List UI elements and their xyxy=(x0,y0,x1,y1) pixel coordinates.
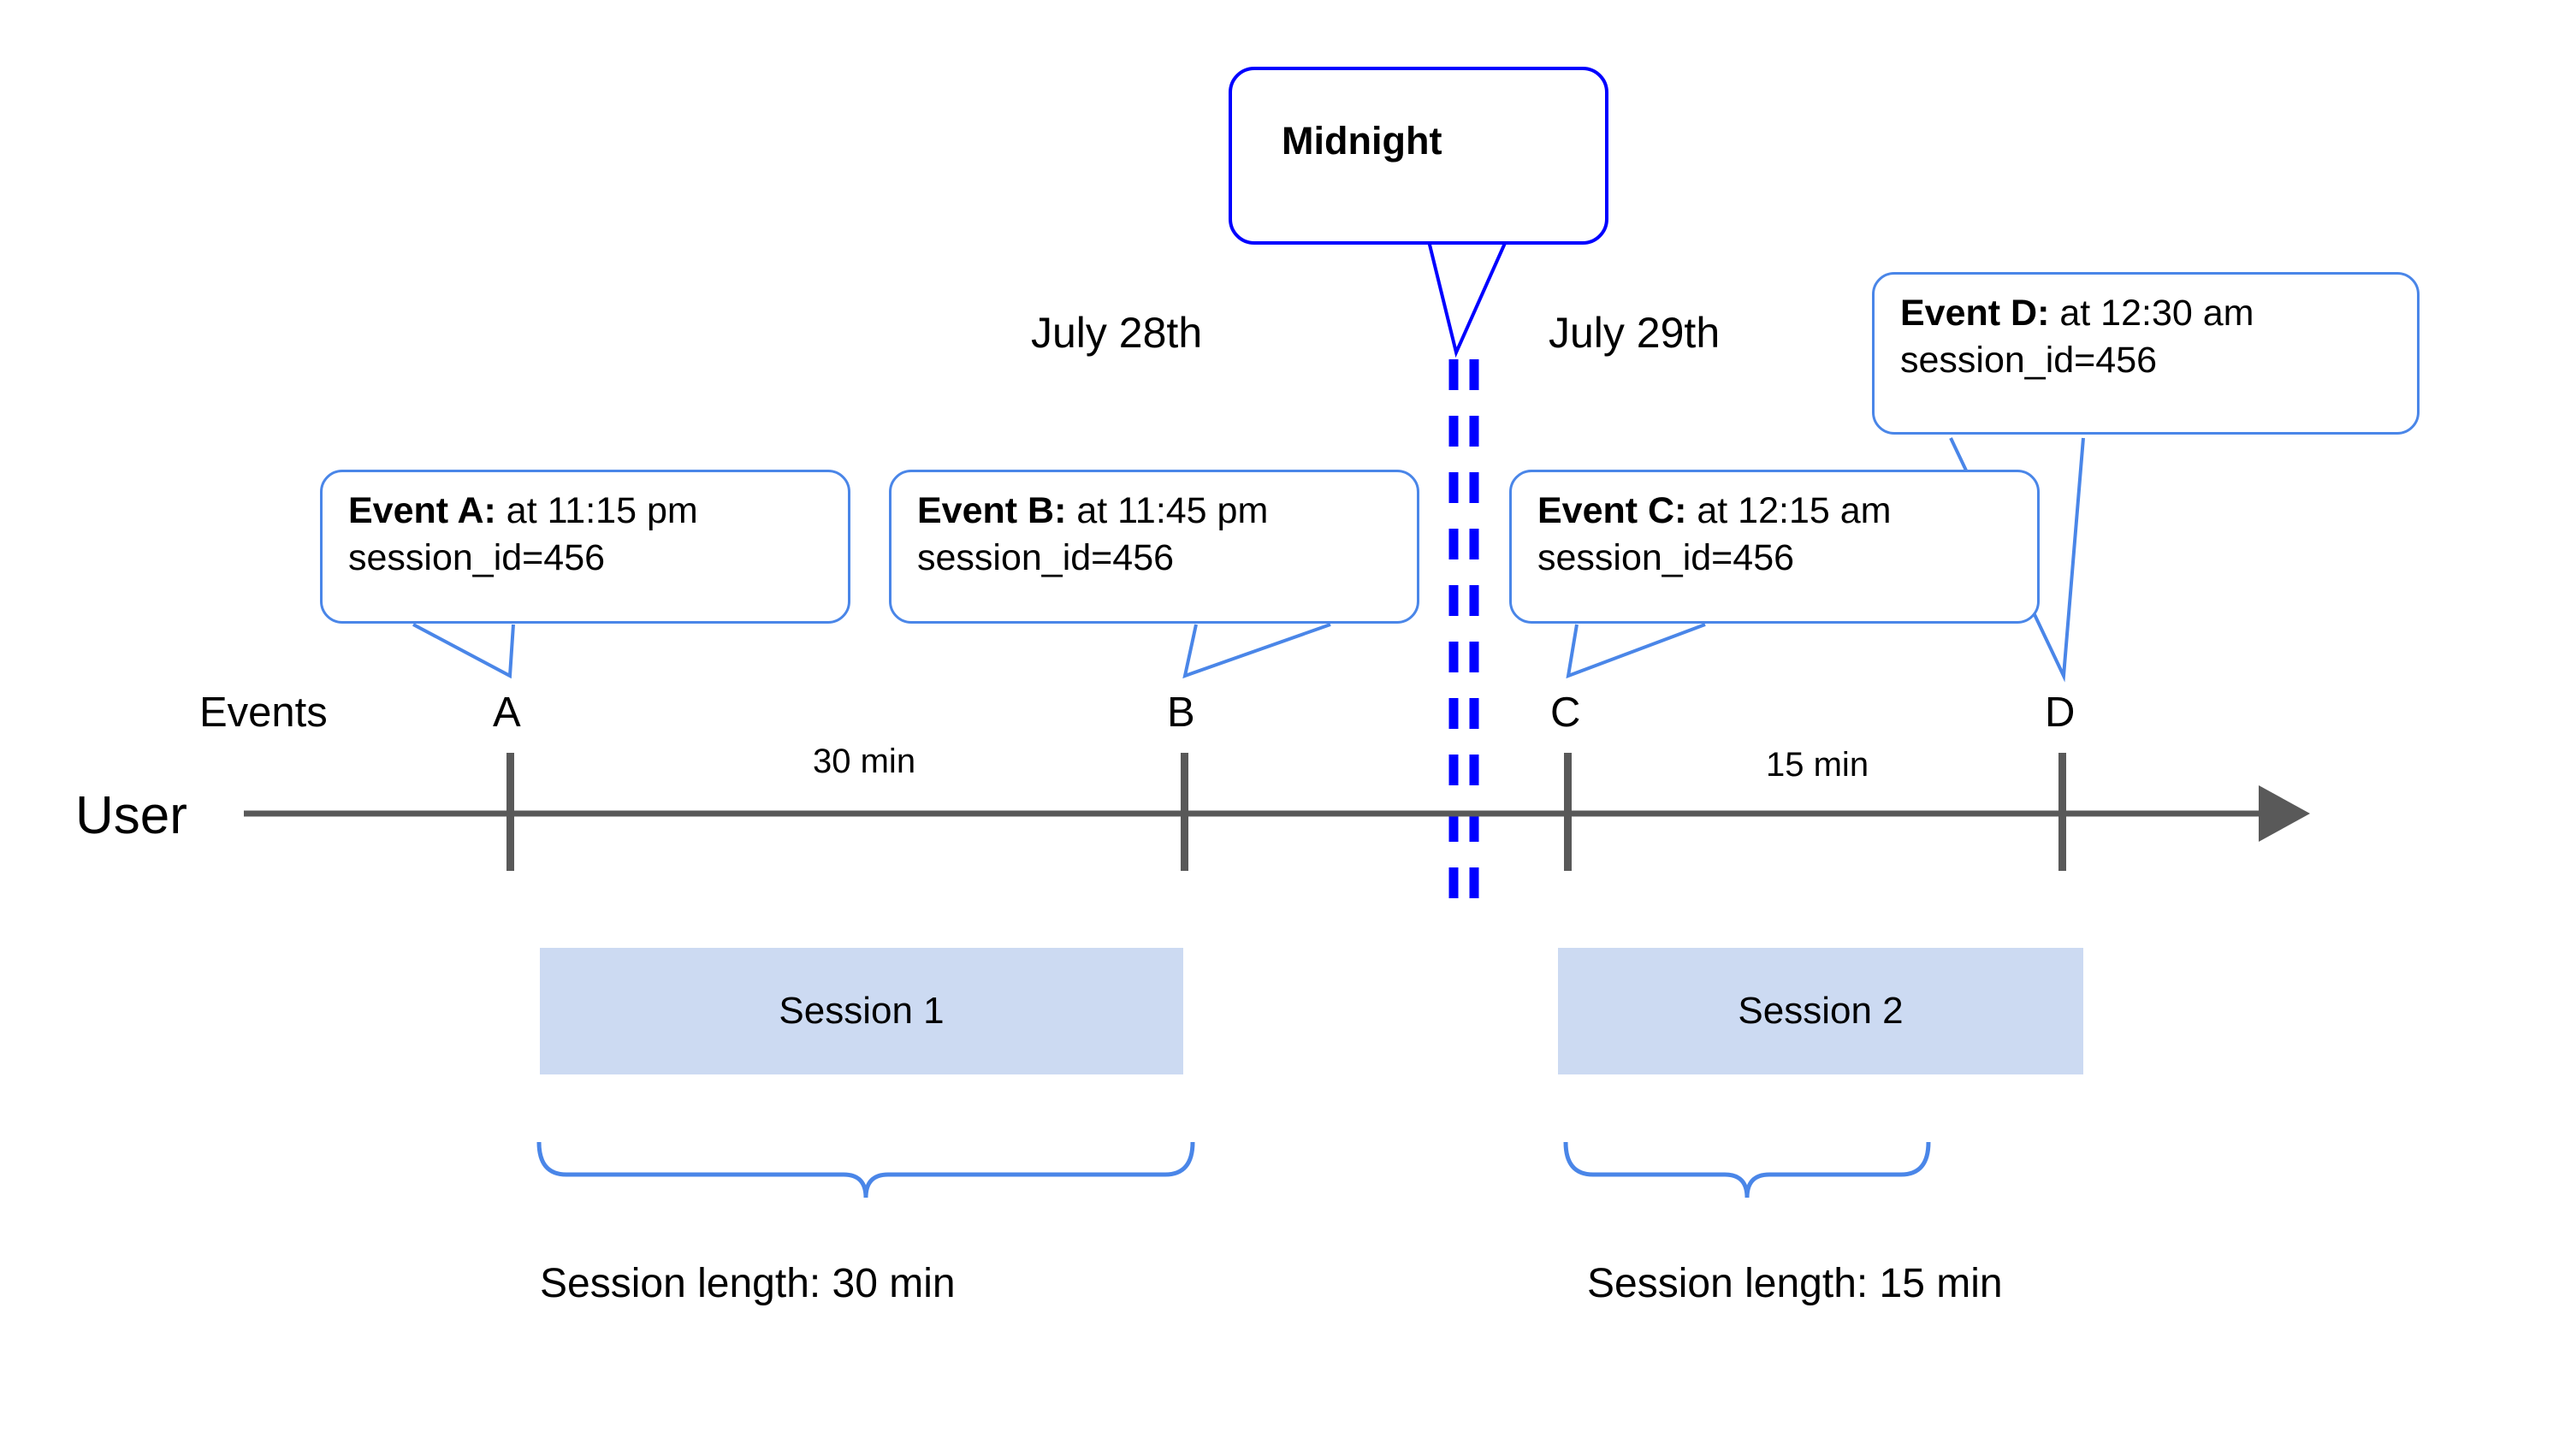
midnight-callout-tail xyxy=(1427,240,1508,358)
event-a-callout: Event A: at 11:15 pm session_id=456 xyxy=(320,470,850,624)
midnight-callout-label: Midnight xyxy=(1282,119,1442,163)
event-b-callout-tail xyxy=(1182,623,1331,679)
event-d-callout: Event D: at 12:30 am session_id=456 xyxy=(1872,272,2420,435)
event-d-callout-line2: session_id=456 xyxy=(1900,339,2158,381)
event-c-time: at 12:15 am xyxy=(1686,490,1892,531)
event-marker-label-b: B xyxy=(1167,690,1195,736)
session-2-length-label: Session length: 15 min xyxy=(1587,1261,2003,1306)
gap-label-30-min: 30 min xyxy=(813,743,916,780)
event-a-callout-line1: Event A: at 11:15 pm xyxy=(348,488,826,535)
session-1-box: Session 1 xyxy=(540,948,1183,1074)
event-c-title: Event C: xyxy=(1537,490,1687,531)
lane-label-events: Events xyxy=(199,690,328,736)
session-2-brace xyxy=(1563,1141,1931,1199)
event-c-callout-tail xyxy=(1566,623,1706,679)
event-d-callout-line1: Event D: at 12:30 am xyxy=(1900,290,2395,337)
event-tick-b xyxy=(1181,753,1188,871)
event-tick-d xyxy=(2058,753,2066,871)
event-a-time: at 11:15 pm xyxy=(495,490,698,531)
event-b-callout: Event B: at 11:45 pm session_id=456 xyxy=(889,470,1419,624)
session-1-brace xyxy=(536,1141,1195,1199)
event-marker-label-d: D xyxy=(2045,690,2076,736)
event-a-callout-line2: session_id=456 xyxy=(348,536,606,578)
timeline-axis-arrowhead xyxy=(2259,785,2310,842)
event-c-callout: Event C: at 12:15 am session_id=456 xyxy=(1509,470,2040,624)
event-a-title: Event A: xyxy=(348,490,496,531)
event-b-time: at 11:45 pm xyxy=(1066,490,1269,531)
event-d-title: Event D: xyxy=(1900,293,2050,334)
event-tick-a xyxy=(506,753,514,871)
session-1-label: Session 1 xyxy=(779,990,945,1032)
session-1-length-label: Session length: 30 min xyxy=(540,1261,956,1306)
gap-label-15-min: 15 min xyxy=(1766,746,1869,784)
session-2-box: Session 2 xyxy=(1558,948,2083,1074)
event-d-time: at 12:30 am xyxy=(2049,293,2254,334)
date-label-july-29: July 29th xyxy=(1549,309,1721,357)
event-marker-label-c: C xyxy=(1550,690,1581,736)
event-a-callout-tail xyxy=(412,623,515,679)
event-c-callout-line2: session_id=456 xyxy=(1537,536,1795,578)
event-tick-c xyxy=(1564,753,1572,871)
date-label-july-28: July 28th xyxy=(1031,309,1203,357)
lane-label-user: User xyxy=(75,786,187,845)
event-marker-label-a: A xyxy=(493,690,521,736)
event-c-callout-line1: Event C: at 12:15 am xyxy=(1537,488,2015,535)
session-2-label: Session 2 xyxy=(1738,990,1904,1032)
midnight-callout: Midnight xyxy=(1229,67,1608,245)
event-b-callout-line2: session_id=456 xyxy=(917,536,1175,578)
event-b-callout-line1: Event B: at 11:45 pm xyxy=(917,488,1395,535)
event-b-title: Event B: xyxy=(917,490,1067,531)
